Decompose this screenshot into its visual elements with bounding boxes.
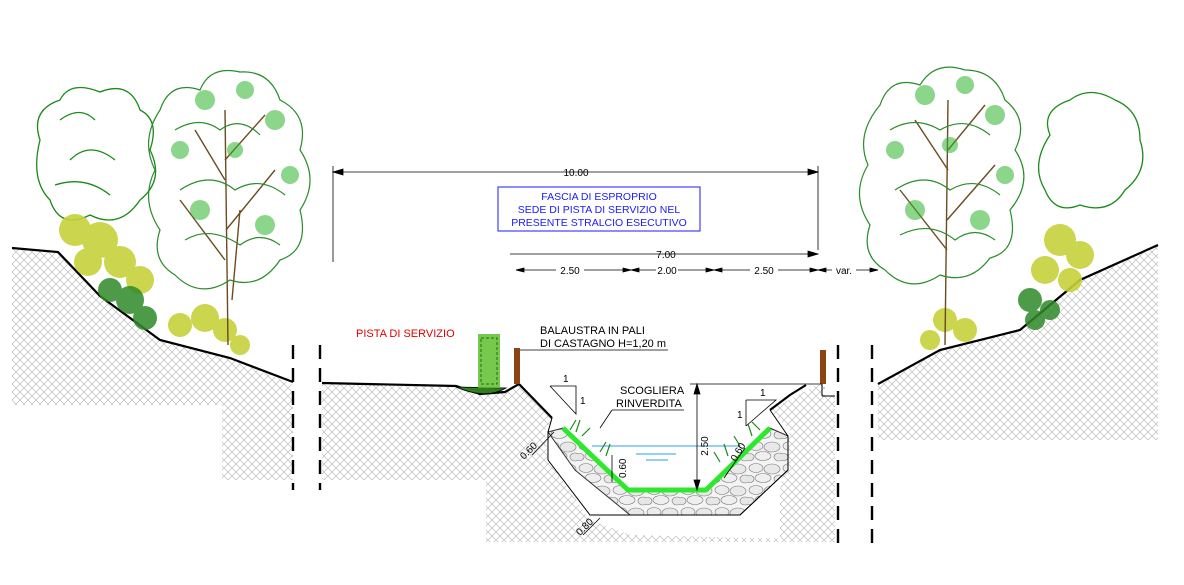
- vegetated-lining: [561, 426, 772, 493]
- railing-label-1: BALAUSTRA IN PALI: [540, 325, 645, 337]
- expropriation-line-3: PRESENTE STRALCIO ESECUTIVO: [511, 217, 687, 229]
- dimension-lines: [331, 166, 879, 536]
- water-level: [592, 445, 740, 461]
- expropriation-box: [497, 186, 701, 232]
- riprap-label-2: RINVERDITA: [616, 398, 682, 410]
- dim-depth: 2.50: [700, 436, 711, 456]
- dim-thickness-bottom: 0.60: [618, 458, 629, 478]
- service-track-label: PISTA DI SERVIZIO: [356, 328, 455, 340]
- chestnut-post-right: [820, 350, 826, 384]
- trees-right: [858, 66, 1144, 350]
- soil-hatching: [12, 245, 1158, 542]
- channel-outline: [547, 384, 835, 516]
- hedge-shrub: [455, 334, 508, 395]
- slope-left-v: 1: [580, 396, 586, 407]
- right-bank-near-soil: [770, 384, 835, 542]
- railing-label-2: DI CASTAGNO H=1,20 m: [540, 338, 666, 350]
- left-ground-soil: [322, 383, 835, 542]
- chestnut-post-left: [514, 348, 520, 384]
- dim-seg-var: var.: [836, 266, 852, 277]
- dim-seg-mid: 2.00: [657, 266, 677, 277]
- expropriation-line-1: FASCIA DI ESPROPRIO: [541, 191, 657, 203]
- dim-seg-right: 2.50: [754, 266, 774, 277]
- slope-left-h: 1: [563, 374, 569, 385]
- dim-total-width: 10.00: [563, 168, 588, 179]
- slope-plants: [569, 419, 761, 463]
- dim-inner-width: 7.00: [656, 250, 676, 261]
- slope-right-v: 1: [737, 410, 743, 421]
- right-bank-soil: [878, 245, 1158, 440]
- break-lines: [291, 345, 874, 548]
- riprap-stones: [547, 427, 789, 516]
- left-bank-soil: [12, 248, 293, 480]
- riprap-label-1: SCOGLIERA: [620, 385, 685, 397]
- trees-left: [36, 69, 311, 355]
- dim-seg-left: 2.50: [560, 266, 580, 277]
- slope-right-h: 1: [760, 388, 766, 399]
- expropriation-line-2: SEDE DI PISTA DI SERVIZIO NEL: [518, 204, 681, 216]
